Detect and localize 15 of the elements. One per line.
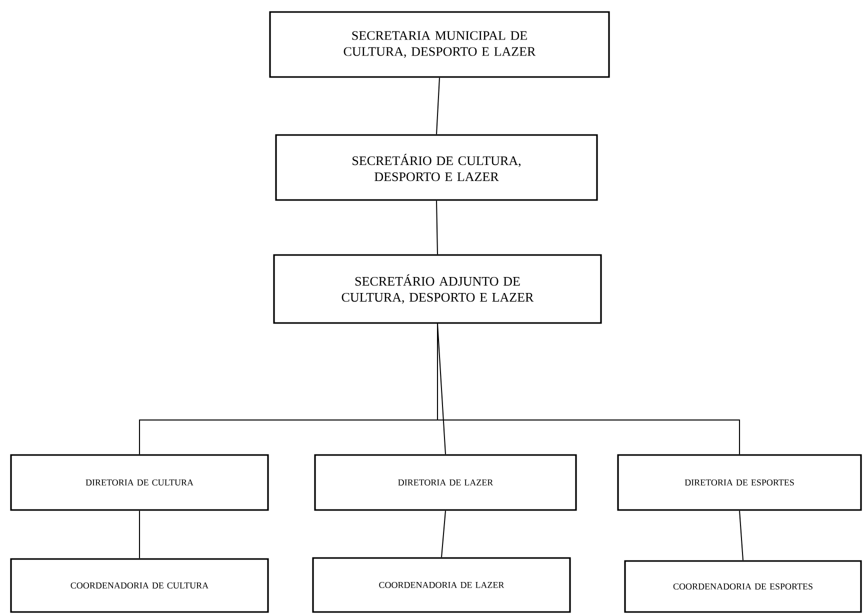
connector-line [437, 323, 740, 455]
org-box: SECRETÁRIO DE CULTURA, DESPORTO E LAZER [275, 134, 598, 201]
connector-line [436, 200, 438, 255]
org-box: COORDENADORIA DE LAZER [312, 557, 571, 613]
org-box: DIRETORIA DE LAZER [314, 454, 577, 511]
org-box: DIRETORIA DE ESPORTES [617, 454, 862, 511]
org-box: DIRETORIA DE CULTURA [10, 454, 269, 511]
connector-line [139, 510, 140, 559]
connector-line [441, 510, 446, 558]
connector-line [739, 510, 744, 561]
org-box: COORDENADORIA DE ESPORTES [624, 560, 862, 613]
org-box: COORDENADORIA DE CULTURA [10, 558, 269, 613]
org-box: SECRETÁRIO ADJUNTO DE CULTURA, DESPORTO E LAZER [273, 254, 602, 324]
org-box: SECRETARIA MUNICIPAL DE CULTURA, DESPORTO E LAZER [269, 11, 610, 78]
connector-line [436, 77, 440, 135]
